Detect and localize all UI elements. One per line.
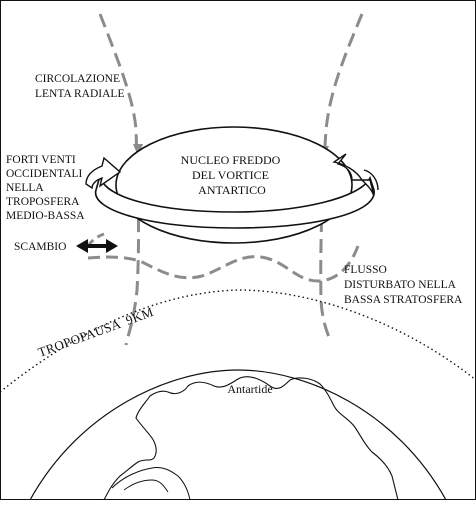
exchange-arrowhead-left — [76, 239, 88, 253]
label-flusso: FLUSSO DISTURBATO NELLA BASSA STRATOSFER… — [344, 264, 463, 306]
exchange-arrowhead-right — [106, 239, 118, 253]
earth-surface — [29, 369, 447, 501]
coast-inlet — [123, 479, 169, 493]
label-nucleo: NUCLEO FREDDO DEL VORTICE ANTARTICO — [181, 153, 284, 197]
label-tropopausa: TROPOPAUSA 9KM — [36, 304, 156, 360]
label-scambio: SCAMBIO — [14, 241, 66, 253]
westerly-band-front — [94, 175, 375, 229]
antarctica-coastline — [103, 376, 399, 501]
arrowhead-left-down — [133, 144, 143, 156]
band-arrow-left — [85, 156, 122, 190]
band-arrow-right — [332, 153, 375, 197]
label-circolazione: CIRCOLAZIONE LENTA RADIALE — [35, 73, 124, 100]
dashed-flow-right — [319, 13, 364, 341]
label-antartide: Antartide — [227, 382, 272, 396]
label-venti: FORTI VENTI OCCIDENTALI NELLA TROPOSFERA… — [6, 154, 85, 222]
wavy-disturbed-flow — [87, 245, 360, 283]
antarctica-peninsula — [111, 467, 191, 501]
band-arrow-right-curl — [363, 169, 379, 191]
